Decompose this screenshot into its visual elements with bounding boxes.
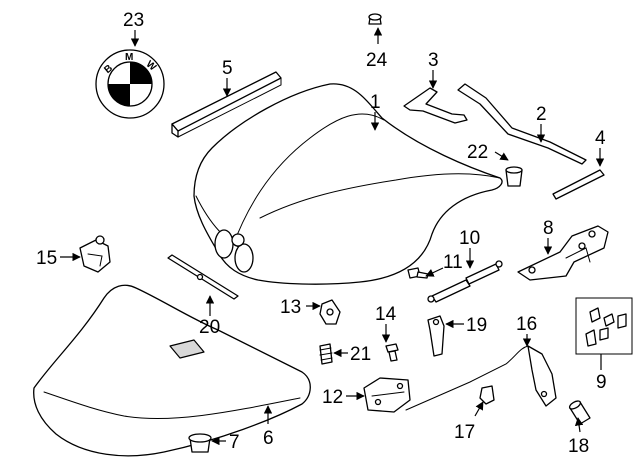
part-bolt-small [407,267,429,279]
part-release-cable [405,345,557,411]
part-hinge [517,225,609,281]
callout-19: 19 [466,315,487,336]
callout-23: 23 [123,10,144,31]
part-lever [427,315,445,357]
part-emblem: B M W [95,49,165,119]
callout-12: 12 [322,387,343,408]
callout-18: 18 [568,436,589,457]
callout-20: 20 [199,317,220,338]
part-screw [385,343,399,362]
part-bumper [505,166,523,187]
part-hood [193,83,503,285]
part-bar [457,83,587,165]
callout-2: 2 [536,104,547,125]
callouts: 1 2 3 4 5 6 7 8 9 10 11 12 13 14 15 16 1… [36,10,607,457]
part-trim-strip [552,169,605,200]
leaders [60,27,605,446]
callout-7: 7 [229,432,240,453]
callout-22: 22 [467,142,488,163]
callout-15: 15 [36,248,57,269]
callout-14: 14 [375,304,397,325]
callout-5: 5 [222,58,233,79]
part-latch [363,377,411,413]
callout-10: 10 [459,228,480,249]
part-gas-strut [427,260,503,303]
part-latch-bracket [79,235,111,273]
callout-3: 3 [428,50,439,71]
callout-13: 13 [280,297,301,318]
part-seal-strip [171,71,282,138]
callout-6: 6 [263,428,274,449]
callout-8: 8 [543,218,554,239]
callout-21: 21 [350,344,371,365]
part-bracket [403,87,468,124]
part-spring [319,343,333,365]
emblem-letter-m: M [125,52,133,63]
part-cap [568,400,591,425]
part-release-handle [319,299,341,325]
part-connector [479,385,495,405]
part-plug [368,13,382,25]
part-clip [188,433,212,453]
part-hardware-kit [575,297,633,355]
callout-17: 17 [454,422,475,443]
callout-4: 4 [595,128,606,149]
callout-1: 1 [370,92,381,113]
callout-9: 9 [596,372,607,393]
part-rod [167,254,239,300]
callout-11: 11 [443,252,463,273]
callout-24: 24 [366,50,388,71]
callout-16: 16 [516,314,537,335]
part-insulation-pad [33,284,311,457]
